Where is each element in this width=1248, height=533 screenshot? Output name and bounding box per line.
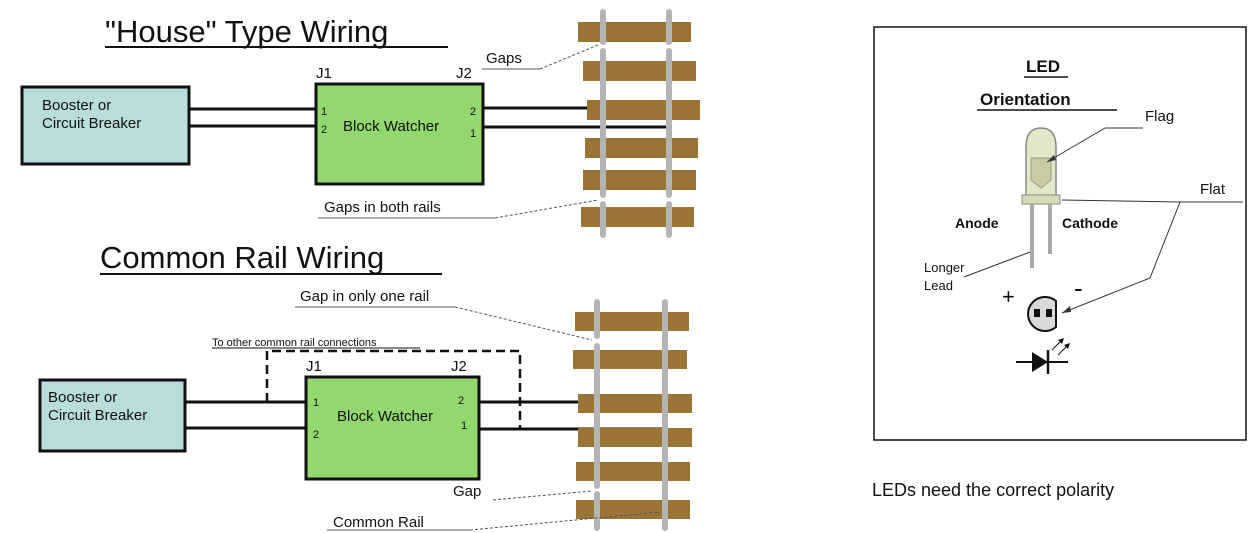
common-block-watcher-label: Block Watcher (337, 408, 433, 425)
house-gaps-both-label: Gaps in both rails (324, 199, 441, 216)
house-j2-pin2: 2 (470, 106, 476, 118)
led-polarity-caption: LEDs need the correct polarity (872, 480, 1115, 500)
led-flag-arrow (1046, 127, 1106, 163)
led-plus-sign: + (1002, 284, 1015, 309)
led-flat-arrow-top (1061, 199, 1181, 203)
led-panel-border (873, 26, 1247, 441)
common-title: Common Rail Wiring (100, 240, 384, 275)
house-j2-label: J2 (456, 65, 472, 82)
house-gaps-both-arrow (494, 199, 599, 219)
common-tie (576, 500, 690, 519)
common-block-watcher-box (304, 375, 481, 481)
house-block-watcher-box (314, 82, 485, 186)
led-longer-lead-label-1: Longer (924, 260, 965, 275)
house-block-watcher-label: Block Watcher (343, 118, 439, 135)
house-gaps-label: Gaps (486, 50, 522, 67)
common-j2-pin1: 1 (461, 420, 467, 432)
house-tie (581, 207, 694, 227)
led-flag (1030, 157, 1052, 189)
common-other-connections-label: To other common rail connections (212, 337, 377, 349)
common-dashed-connection (265, 349, 522, 429)
house-gaps-arrow (539, 44, 599, 70)
common-gap-arrow (492, 490, 593, 501)
house-booster-label-2: Circuit Breaker (42, 115, 141, 132)
led-anode-label: Anode (955, 215, 999, 231)
common-rail-arrow (469, 511, 661, 531)
common-j2-pin2: 2 (458, 395, 464, 407)
led-orientation-panel: LED Orientation Flag Flat Anode Cathode … (873, 26, 1247, 441)
common-rail-label: Common Rail (333, 514, 424, 531)
common-tie (575, 312, 689, 331)
house-title: "House" Type Wiring (105, 14, 388, 49)
common-booster-label-1: Booster or (48, 389, 117, 406)
house-tie (578, 22, 691, 42)
common-booster-box (38, 378, 187, 453)
led-top-view (1027, 296, 1057, 332)
led-flag-label: Flag (1145, 108, 1174, 125)
led-longer-lead-label-2: Lead (924, 278, 953, 293)
diode-symbol-icon (1016, 338, 1070, 374)
house-track-ties (578, 22, 700, 227)
led-flat-arrow-bottom-a (1149, 201, 1181, 279)
house-wiring-diagram: "House" Type Wiring Booster or Circuit B… (20, 9, 700, 238)
house-booster-label-1: Booster or (42, 97, 111, 114)
house-j2-pin1: 1 (470, 128, 476, 140)
led-title-line1: LED (1026, 57, 1060, 76)
led-rim (1021, 194, 1061, 205)
led-flat-arrowhead (1062, 306, 1071, 313)
common-tie (576, 462, 690, 481)
common-gap-one-label: Gap in only one rail (300, 288, 429, 305)
common-j1-pin1: 1 (313, 397, 319, 409)
common-track-rails (594, 299, 668, 531)
house-j1-pin1: 1 (321, 106, 327, 118)
common-wiring-diagram: Common Rail Wiring Booster or Circuit Br… (38, 240, 692, 531)
led-flat-label: Flat (1200, 181, 1226, 198)
led-cathode-label: Cathode (1062, 215, 1118, 231)
led-top-view-pin (1034, 309, 1040, 317)
common-booster-label-2: Circuit Breaker (48, 407, 147, 424)
common-track-ties (573, 312, 692, 519)
common-gap-one-arrow (454, 306, 593, 341)
house-track-rails (600, 9, 672, 238)
house-tie (583, 61, 696, 81)
common-j1-pin2: 2 (313, 429, 319, 441)
common-j1-label: J1 (306, 358, 322, 375)
led-title-line2: Orientation (980, 90, 1071, 109)
house-tie (583, 170, 696, 190)
led-top-view-pin (1046, 309, 1052, 317)
common-gap-label: Gap (453, 483, 481, 500)
led-longer-lead-arrow (963, 251, 1031, 278)
led-minus-sign: - (1074, 273, 1083, 303)
house-j1-pin2: 2 (321, 124, 327, 136)
common-j2-label: J2 (451, 358, 467, 375)
house-j1-label: J1 (316, 65, 332, 82)
led-flat-arrow-bottom-b (1061, 277, 1151, 314)
led-component (1021, 127, 1061, 268)
led-flag-arrowhead (1047, 155, 1056, 162)
common-tie (573, 350, 687, 369)
